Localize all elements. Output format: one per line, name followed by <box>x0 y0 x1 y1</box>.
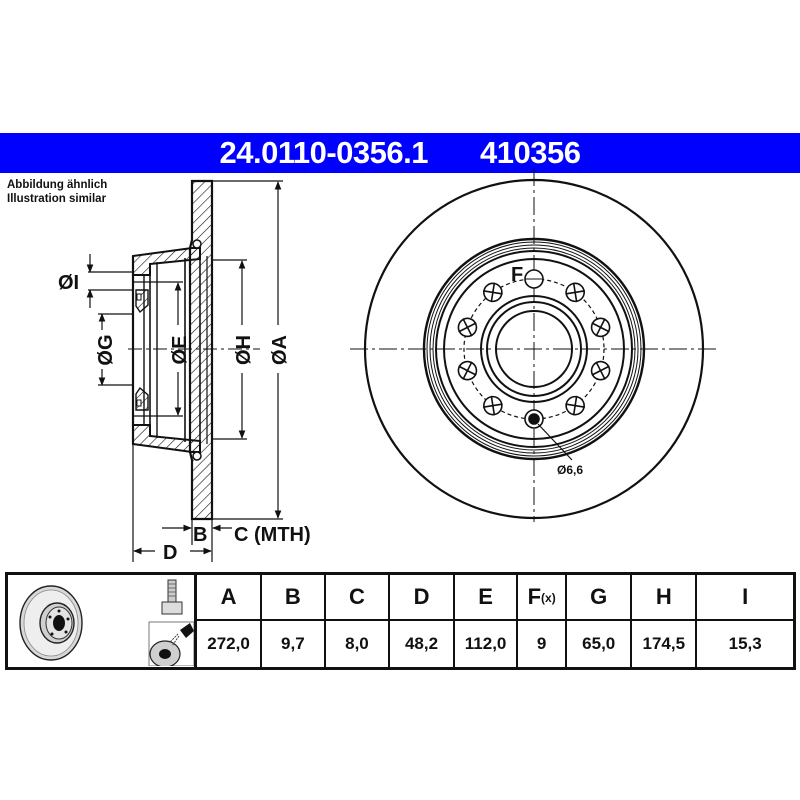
header-a: A <box>194 572 262 621</box>
header-c: C <box>323 572 390 621</box>
technical-drawing: ØI ØG ØE ØH ØA B C (MTH) D <box>58 168 718 564</box>
caption-english: Illustration similar <box>7 193 107 205</box>
illustration-caption: Abbildung ähnlich Illustration similar <box>7 178 107 206</box>
dim-label-e: ØE <box>169 336 191 365</box>
dim-label-a: ØA <box>269 335 291 365</box>
header-b: B <box>259 572 326 621</box>
bolt-icon <box>161 579 183 615</box>
header-i: I <box>695 572 796 621</box>
icon-cell <box>5 572 198 670</box>
locator-hole <box>524 409 544 429</box>
friction-ring-section <box>188 179 214 521</box>
section-view <box>128 179 260 521</box>
dim-label-d: D <box>163 542 177 564</box>
header-e: E <box>453 572 519 621</box>
bolt-hole-label-f: F <box>511 264 523 286</box>
part-number: 24.0110-0356.1 <box>219 135 429 170</box>
bolt-holes-crossed <box>457 282 611 416</box>
header-h: H <box>630 572 698 621</box>
spec-header-row: A B C D E F(x) G H I <box>5 572 796 670</box>
value-f: 9 <box>516 619 568 670</box>
value-h: 174,5 <box>630 619 698 670</box>
header-f-label: F <box>527 584 542 609</box>
dim-label-g: ØG <box>95 334 117 365</box>
caption-german: Abbildung ähnlich <box>7 179 108 191</box>
dim-label-i: ØI <box>58 272 79 294</box>
dim-label-b: B <box>193 524 207 546</box>
header-d: D <box>387 572 456 621</box>
value-a: 272,0 <box>194 619 262 670</box>
bolt-hole-top <box>524 269 544 289</box>
title-bar: 24.0110-0356.1 410356 <box>0 133 800 173</box>
locator-hole-label: Ø6,6 <box>557 463 583 477</box>
header-f-suffix: (x) <box>541 591 556 606</box>
value-d: 48,2 <box>387 619 456 670</box>
cleaning-spray-icon <box>148 621 194 666</box>
value-i: 15,3 <box>695 619 796 670</box>
dim-label-h: ØH <box>233 335 255 365</box>
brake-disc-icon <box>19 585 83 661</box>
header-g: G <box>565 572 633 621</box>
value-g: 65,0 <box>565 619 633 670</box>
spec-value-row: 272,0 9,7 8,0 48,2 112,0 9 65,0 174,5 15… <box>7 619 796 670</box>
dim-label-c: C (MTH) <box>234 524 311 546</box>
header-f: F(x) <box>516 572 568 621</box>
value-c: 8,0 <box>323 619 390 670</box>
spec-table: A B C D E F(x) G H I 272,0 9,7 8,0 48,2 … <box>5 572 796 670</box>
front-view <box>350 168 718 522</box>
value-b: 9,7 <box>259 619 326 670</box>
dimension-lines <box>86 180 283 562</box>
article-number: 410356 <box>480 135 581 170</box>
value-e: 112,0 <box>453 619 519 670</box>
